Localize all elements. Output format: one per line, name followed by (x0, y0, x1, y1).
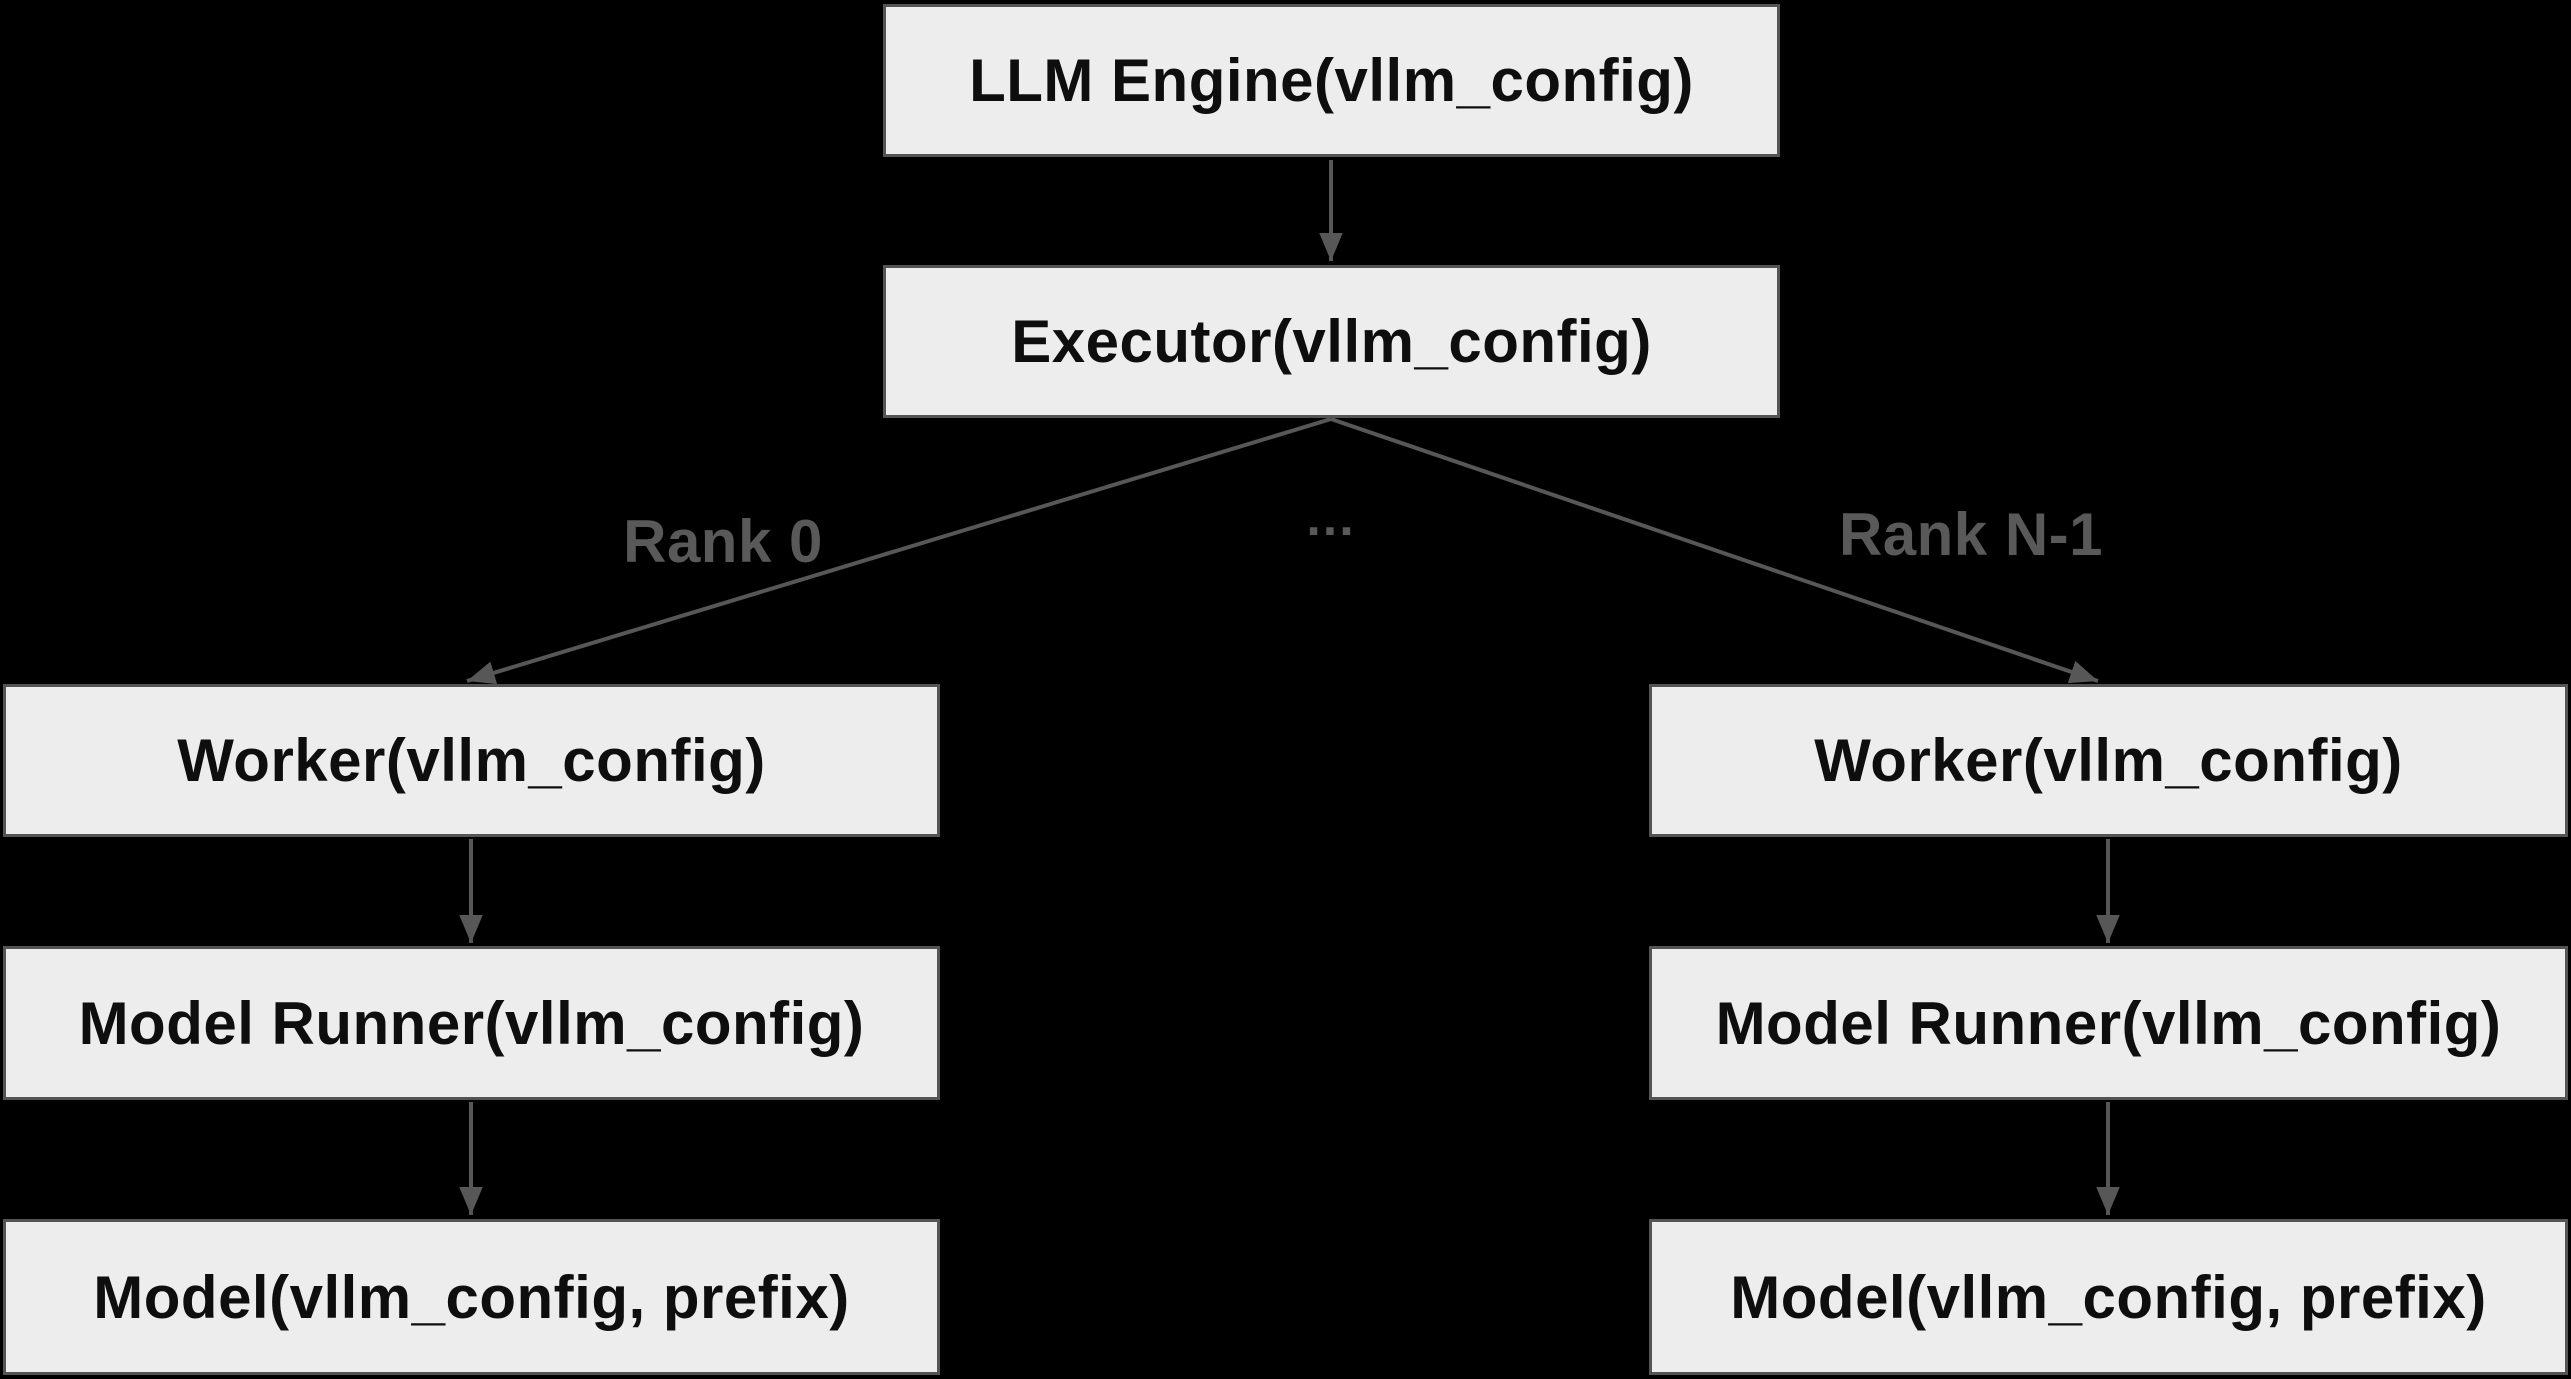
node-model-rank0: Model(vllm_config, prefix) (3, 1219, 940, 1375)
edge-executor-to-worker-rankn (1330, 417, 2099, 684)
node-llm-engine: LLM Engine(vllm_config) (883, 4, 1780, 157)
node-model-runner-rankn: Model Runner(vllm_config) (1649, 946, 2568, 1100)
edge-label-ellipsis: ... (1306, 489, 1356, 547)
edge-label-rank-n-1: Rank N-1 (1838, 501, 2104, 568)
node-model-runner-rank0: Model Runner(vllm_config) (3, 946, 940, 1100)
node-executor: Executor(vllm_config) (883, 265, 1780, 418)
node-worker-rankn: Worker(vllm_config) (1649, 684, 2568, 837)
node-worker-rank0: Worker(vllm_config) (3, 684, 940, 837)
node-model-rankn: Model(vllm_config, prefix) (1649, 1219, 2568, 1375)
edge-label-rank-0: Rank 0 (623, 508, 823, 575)
edge-executor-to-worker-rank0 (466, 417, 1332, 685)
